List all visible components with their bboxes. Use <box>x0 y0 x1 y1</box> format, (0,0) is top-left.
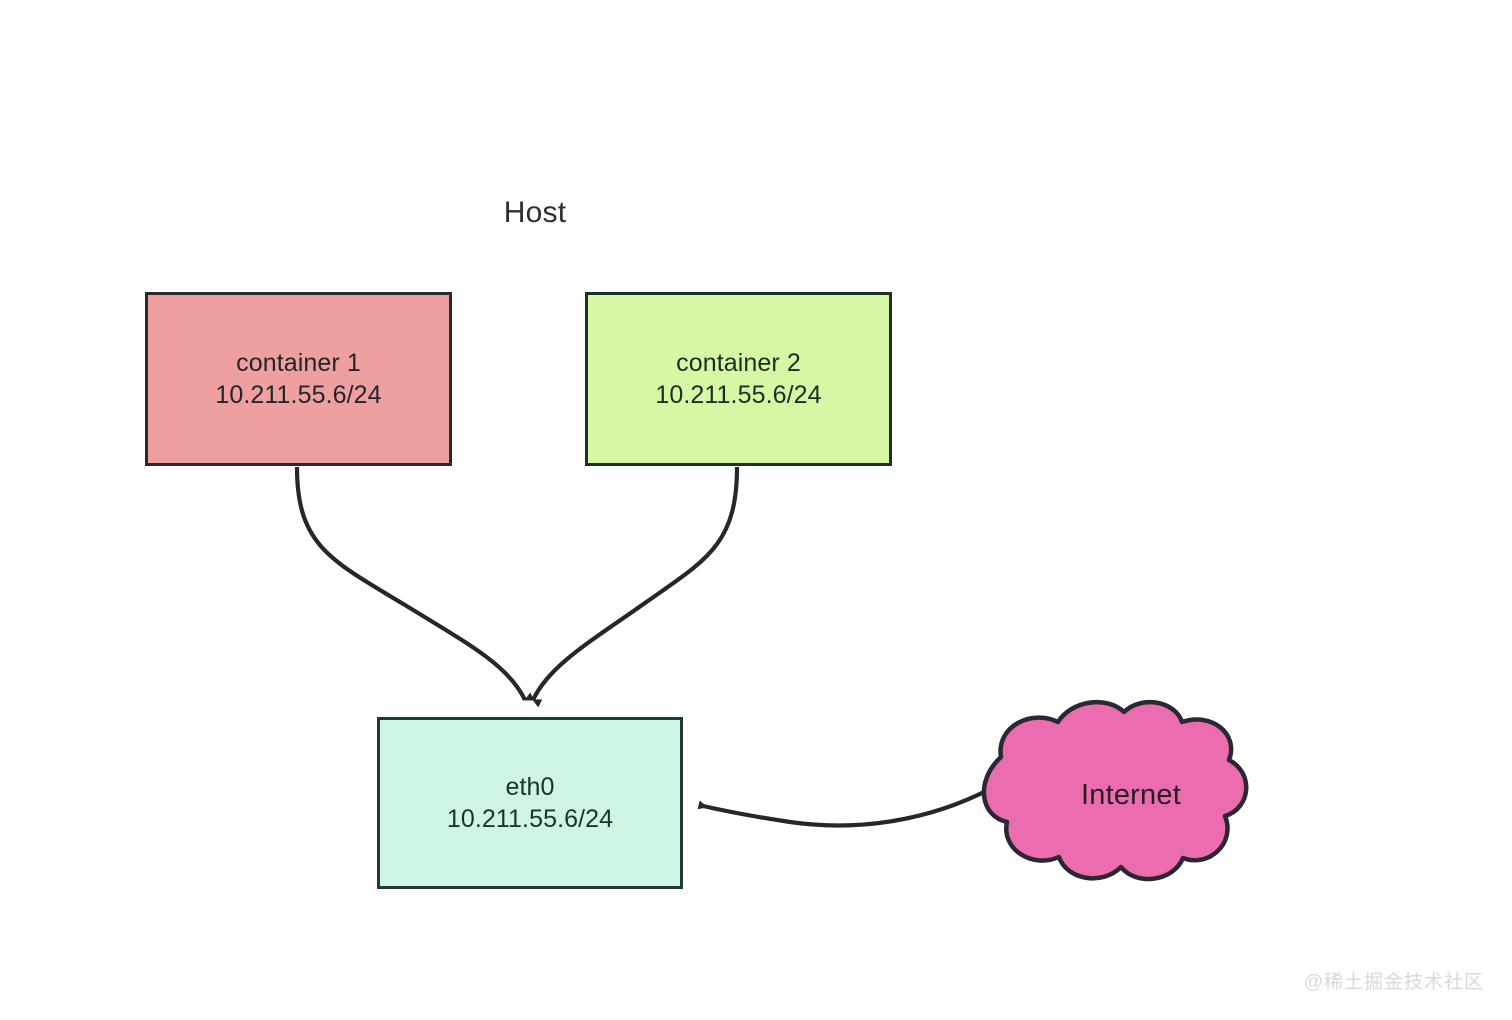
edge-container1-to-eth0 <box>294 466 535 701</box>
edge-container2-to-eth0 <box>531 466 740 708</box>
eth0-name: eth0 <box>505 772 555 801</box>
eth0-ip: 10.211.55.6/24 <box>446 805 614 833</box>
internet-cloud-shape[interactable] <box>981 699 1249 882</box>
edge-internet-to-eth0 <box>697 787 991 828</box>
node-container-2[interactable]: container 2 10.211.55.6/24 <box>585 292 892 466</box>
watermark: @稀土掘金技术社区 <box>1303 972 1484 993</box>
container-1-ip: 10.211.55.6/24 <box>215 381 382 409</box>
container-2-ip: 10.211.55.6/24 <box>655 381 822 409</box>
internet-cloud-label: Internet <box>1081 779 1181 811</box>
host-label: Host <box>503 196 567 229</box>
node-eth0[interactable]: eth0 10.211.55.6/24 <box>377 717 683 889</box>
node-container-1[interactable]: container 1 10.211.55.6/24 <box>145 292 452 466</box>
container-2-name: container 2 <box>676 348 801 377</box>
container-1-name: container 1 <box>236 348 361 377</box>
